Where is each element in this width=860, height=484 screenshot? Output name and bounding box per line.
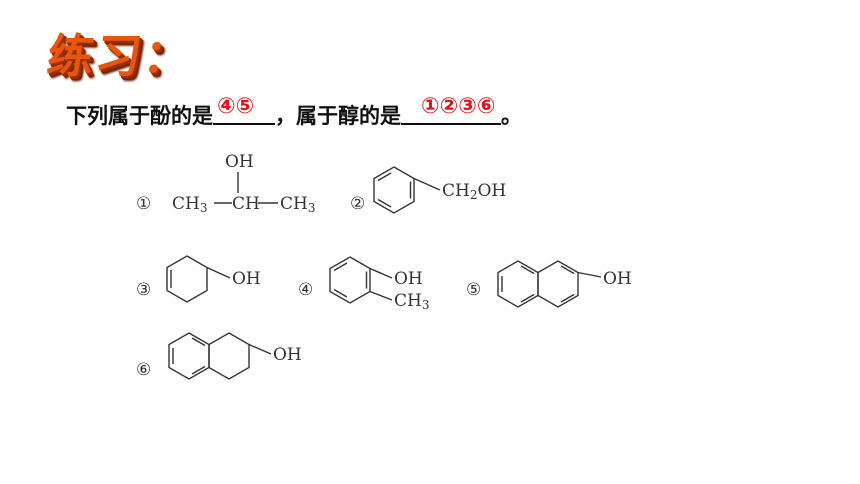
question-part1: 下列属于酚的是 (66, 104, 213, 128)
structure-1-ch3-right: CH3 (280, 194, 315, 215)
question-part2: ，属于醇的是 (275, 104, 401, 128)
structure-1-ch3-left: CH3 (172, 194, 207, 215)
answer-blank-phenols: ④⑤ (213, 94, 275, 125)
structure-3-oh: OH (232, 269, 261, 289)
structure-4-number: ④ (298, 280, 313, 300)
structure-2-number: ② (350, 194, 365, 214)
structure-5-oh: OH (603, 269, 632, 289)
answer-blank-alcohols: ①②③⑥ (401, 94, 501, 125)
structure-6-number: ⑥ (136, 360, 151, 380)
answer-alcohols: ①②③⑥ (421, 94, 496, 119)
structure-1-ch: CH (232, 194, 260, 214)
structure-2-ch2oh: CH2OH (442, 181, 506, 202)
structure-5-number: ⑤ (466, 280, 481, 300)
structure-6-oh: OH (273, 345, 302, 365)
structure-4-oh: OH (394, 269, 423, 289)
structure-3-number: ③ (136, 280, 151, 300)
answer-phenols: ④⑤ (217, 94, 255, 119)
structure-1-number: ① (136, 194, 151, 214)
structure-4-ch3: CH3 (394, 291, 429, 312)
structure-1-oh: OH (225, 152, 254, 172)
question-end: 。 (501, 104, 522, 128)
